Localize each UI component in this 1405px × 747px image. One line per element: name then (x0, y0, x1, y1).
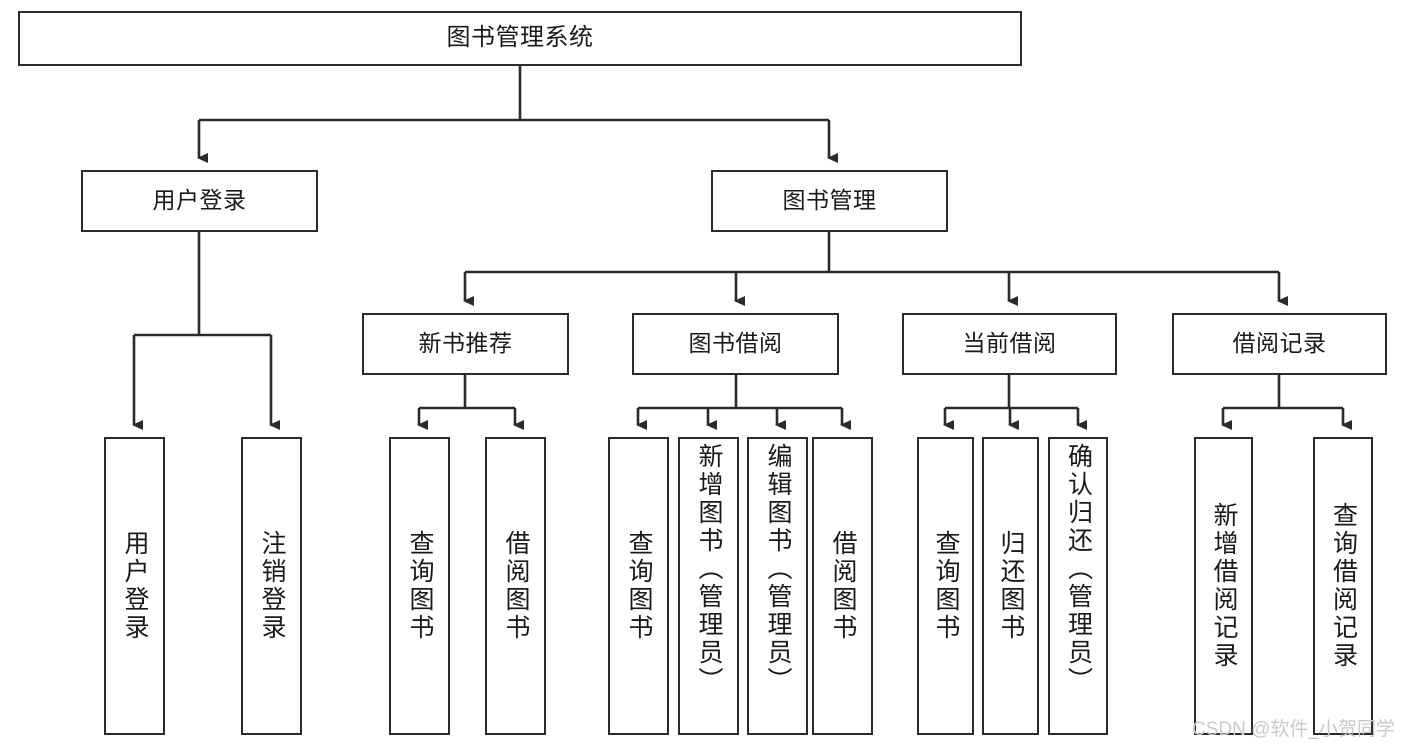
node-label: 图书借阅 (688, 330, 783, 357)
leaf-user-login[interactable]: 用户登录 (104, 437, 165, 735)
leaf-confirm-return-admin[interactable]: 确认归还（管理员） (1048, 437, 1108, 735)
node-book-management-system[interactable]: 图书管理系统 (18, 11, 1022, 66)
node-label: 当前借阅 (962, 330, 1057, 357)
node-borrow-record[interactable]: 借阅记录 (1172, 313, 1387, 375)
node-label: 借阅图书 (502, 530, 530, 642)
leaf-edit-book-admin[interactable]: 编辑图书（管理员） (747, 437, 808, 735)
node-user-login[interactable]: 用户登录 (81, 170, 318, 232)
node-book-management[interactable]: 图书管理 (711, 170, 948, 232)
node-label: 图书管理系统 (446, 24, 594, 52)
node-book-borrow[interactable]: 图书借阅 (632, 313, 839, 375)
leaf-add-book-admin[interactable]: 新增图书（管理员） (678, 437, 739, 735)
node-label: 用户登录 (121, 530, 149, 642)
node-label: 确认归还（管理员） (1064, 443, 1093, 695)
node-label: 借阅记录 (1232, 330, 1327, 357)
leaf-logout[interactable]: 注销登录 (241, 437, 302, 735)
leaf-add-borrow-record[interactable]: 新增借阅记录 (1194, 437, 1253, 735)
node-label: 查询图书 (625, 530, 653, 642)
node-label: 编辑图书（管理员） (764, 443, 792, 695)
node-label: 归还图书 (997, 530, 1025, 642)
leaf-borrow-book-recommend[interactable]: 借阅图书 (485, 437, 546, 735)
node-label: 新书推荐 (418, 330, 513, 357)
node-label: 查询图书 (932, 530, 960, 642)
leaf-query-book-borrow[interactable]: 查询图书 (608, 437, 669, 735)
node-label: 新增图书（管理员） (695, 443, 723, 695)
node-current-borrow[interactable]: 当前借阅 (902, 313, 1117, 375)
leaf-return-book[interactable]: 归还图书 (982, 437, 1039, 735)
node-label: 图书管理 (782, 187, 877, 214)
node-label: 查询图书 (406, 530, 434, 642)
leaf-query-borrow-record[interactable]: 查询借阅记录 (1313, 437, 1373, 735)
node-label: 注销登录 (258, 530, 286, 642)
node-new-book-recommend[interactable]: 新书推荐 (362, 313, 569, 375)
node-label: 新增借阅记录 (1210, 502, 1238, 670)
node-label: 用户登录 (152, 187, 247, 214)
node-label: 借阅图书 (829, 530, 857, 642)
leaf-query-book-recommend[interactable]: 查询图书 (389, 437, 450, 735)
leaf-borrow-book[interactable]: 借阅图书 (812, 437, 873, 735)
node-label: 查询借阅记录 (1329, 502, 1358, 670)
leaf-query-book-current[interactable]: 查询图书 (917, 437, 974, 735)
csdn-watermark: CSDN @软件_小贺同学 (1192, 719, 1395, 740)
